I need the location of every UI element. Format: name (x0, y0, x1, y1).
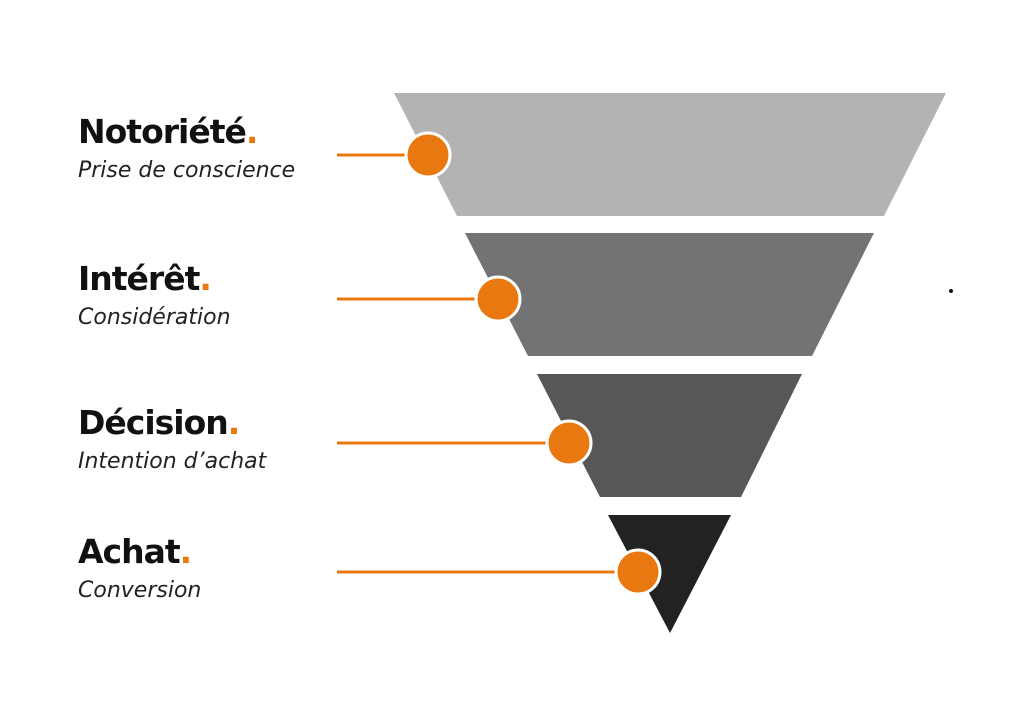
stage-subtitle: Considération (78, 305, 231, 330)
stage-title: Intérêt. (78, 259, 378, 299)
stage-title: Notoriété. (78, 112, 378, 152)
stage-subtitle: Conversion (78, 578, 202, 603)
stage-label-notoriete: Notoriété. Prise de conscience (78, 112, 378, 186)
stage-label-interet: Intérêt. Considération (78, 259, 378, 333)
marker-notoriete (404, 131, 452, 179)
stage-title-text: Décision (78, 403, 229, 442)
funnel-layer-notoriete (394, 93, 946, 216)
stage-title-text: Notoriété (78, 112, 247, 151)
stray-dot (949, 289, 953, 293)
stage-title: Décision. (78, 403, 378, 443)
stage-subtitle: Prise de conscience (78, 158, 296, 183)
stage-title-text: Achat (78, 532, 181, 571)
stage-title: Achat. (78, 532, 378, 572)
stage-label-achat: Achat. Conversion (78, 532, 378, 606)
stage-label-decision: Décision. Intention d’achat (78, 403, 378, 477)
accent-dot: . (227, 403, 241, 442)
marker-decision (545, 419, 593, 467)
stage-title-text: Intérêt (78, 259, 200, 298)
marker-achat (614, 548, 662, 596)
stage-subtitle: Intention d’achat (78, 449, 267, 474)
funnel-layer-achat (608, 515, 731, 633)
accent-dot: . (179, 532, 193, 571)
funnel-layer-interet (465, 233, 874, 356)
funnel-layer-decision (537, 374, 802, 497)
accent-dot: . (245, 112, 259, 151)
accent-dot: . (199, 259, 212, 298)
marker-interet (474, 275, 522, 323)
